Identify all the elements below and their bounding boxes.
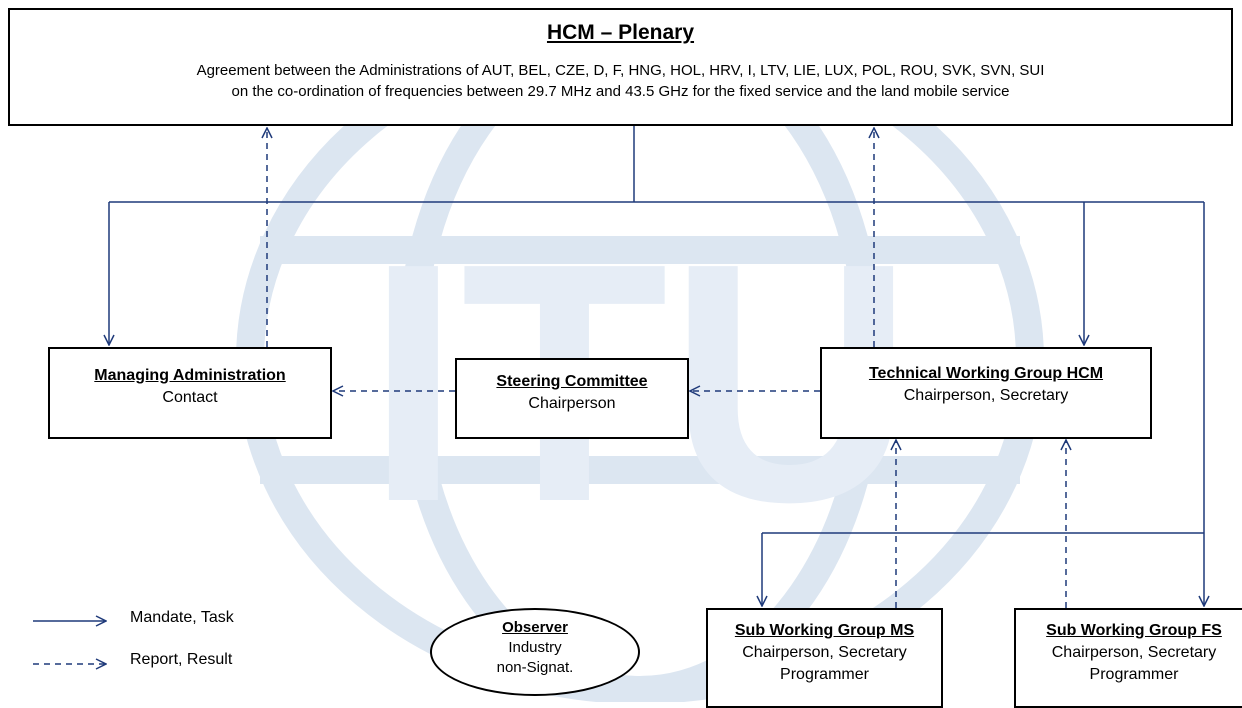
sub-working-group-fs-title: Sub Working Group FS bbox=[1046, 622, 1222, 639]
observer-ellipse: Observer Industry non-Signat. bbox=[430, 608, 640, 696]
managing-administration-title: Managing Administration bbox=[94, 367, 286, 384]
steering-committee-role: Chairperson bbox=[528, 395, 616, 412]
mandate-lines bbox=[109, 126, 1204, 606]
report-lines bbox=[267, 128, 1066, 608]
sub-working-group-fs-box: Sub Working Group FS Chairperson, Secret… bbox=[1014, 608, 1242, 708]
technical-working-group-title: Technical Working Group HCM bbox=[868, 365, 1104, 382]
sub-working-group-fs-programmer: Programmer bbox=[1089, 666, 1179, 683]
technical-working-group-roles: Chairperson, Secretary bbox=[903, 387, 1069, 404]
sub-working-group-ms-programmer: Programmer bbox=[780, 666, 869, 683]
observer-title: Observer bbox=[502, 619, 568, 636]
managing-administration-box: Managing Administration Contact bbox=[48, 347, 332, 439]
technical-working-group-box: Technical Working Group HCM Chairperson,… bbox=[820, 347, 1152, 439]
sub-working-group-ms-box: Sub Working Group MS Chairperson, Secret… bbox=[706, 608, 943, 708]
legend-report-label: Report, Result bbox=[130, 651, 233, 668]
steering-committee-box: Steering Committee Chairperson bbox=[455, 358, 689, 439]
observer-industry: Industry bbox=[508, 639, 562, 656]
plenary-agreement-line-2: on the co-ordination of frequencies betw… bbox=[231, 83, 1010, 100]
sub-working-group-ms-roles: Chairperson, Secretary bbox=[742, 644, 907, 661]
hcm-plenary-box: HCM – Plenary Agreement between the Admi… bbox=[8, 8, 1233, 126]
legend-mandate-label: Mandate, Task bbox=[130, 609, 234, 626]
steering-committee-title: Steering Committee bbox=[496, 373, 648, 390]
managing-administration-role: Contact bbox=[162, 389, 218, 406]
observer-non-signatory: non-Signat. bbox=[496, 659, 574, 676]
plenary-agreement-line-1: Agreement between the Administrations of… bbox=[196, 62, 1045, 79]
plenary-title: HCM – Plenary bbox=[546, 21, 695, 44]
sub-working-group-fs-roles: Chairperson, Secretary bbox=[1051, 644, 1217, 661]
sub-working-group-ms-title: Sub Working Group MS bbox=[734, 622, 915, 639]
